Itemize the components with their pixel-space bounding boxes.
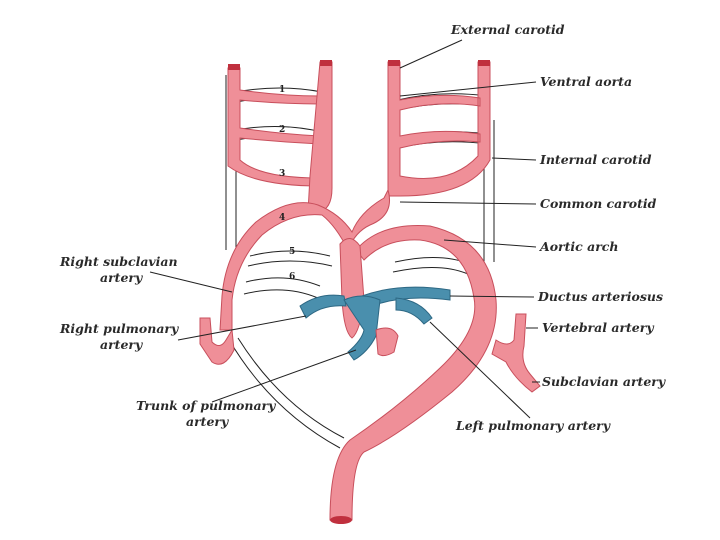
label-trunk-pulmonary-line1: Trunk of pulmonary bbox=[136, 398, 276, 413]
pulmonary-trunk-stub bbox=[375, 327, 399, 357]
label-right-subclavian-line1: Right subclavian bbox=[59, 254, 178, 269]
aorta-cut-end bbox=[330, 516, 352, 524]
left-pulmonary-artery-vessel bbox=[395, 297, 433, 325]
aortic-system bbox=[199, 60, 541, 524]
leader-aortic-arch bbox=[443, 239, 537, 248]
arch-number-5: 5 bbox=[289, 247, 295, 257]
left-carotid-system bbox=[387, 61, 491, 197]
label-right-pulmonary-line1: Right pulmonary bbox=[59, 321, 179, 336]
leader-right-subclavian bbox=[149, 271, 233, 293]
ductus-arteriosus-vessel bbox=[361, 286, 451, 307]
label-trunk-pulmonary-line2: artery bbox=[186, 414, 229, 429]
arch-number-4: 4 bbox=[279, 213, 285, 223]
arch-numbers: 1 2 3 4 5 6 bbox=[279, 85, 295, 282]
label-ductus-arteriosus: Ductus arteriosus bbox=[537, 289, 663, 304]
pulmonary-system bbox=[299, 286, 451, 361]
pulmonary-trunk-vessel bbox=[343, 295, 381, 361]
label-subclavian-artery: Subclavian artery bbox=[542, 374, 666, 389]
leader-lines bbox=[149, 39, 540, 419]
arch5-outline bbox=[247, 250, 471, 275]
right-pulmonary-artery-vessel bbox=[299, 294, 347, 319]
label-external-carotid: External carotid bbox=[450, 22, 565, 37]
label-internal-carotid: Internal carotid bbox=[539, 152, 652, 167]
carotid-cap-4 bbox=[478, 60, 490, 66]
label-aortic-arch: Aortic arch bbox=[539, 239, 619, 254]
leader-ductus-arteriosus bbox=[449, 295, 535, 298]
label-right-subclavian-line2: artery bbox=[100, 270, 143, 285]
leader-internal-carotid bbox=[491, 157, 537, 161]
leader-common-carotid bbox=[399, 201, 537, 205]
carotid-cap-1 bbox=[228, 64, 240, 70]
right-carotid-system bbox=[227, 67, 321, 187]
leader-external-carotid bbox=[399, 39, 463, 69]
label-ventral-aorta: Ventral aorta bbox=[540, 74, 632, 89]
arch-number-6: 6 bbox=[289, 272, 295, 282]
label-left-pulmonary-artery: Left pulmonary artery bbox=[455, 418, 611, 433]
arch6-outline bbox=[243, 277, 321, 299]
left-vertebral-branch bbox=[491, 313, 541, 393]
label-right-pulmonary-line2: artery bbox=[100, 337, 143, 352]
leader-right-pulmonary bbox=[177, 315, 307, 341]
arch-number-2: 2 bbox=[279, 125, 285, 135]
label-common-carotid: Common carotid bbox=[540, 196, 657, 211]
labels: External carotid Ventral aorta Internal … bbox=[59, 22, 666, 433]
label-vertebral-artery: Vertebral artery bbox=[542, 320, 654, 335]
arch-number-3: 3 bbox=[279, 169, 285, 179]
leader-left-pulmonary-artery bbox=[429, 321, 531, 419]
leader-ventral-aorta bbox=[399, 81, 537, 97]
carotid-cap-2 bbox=[320, 60, 332, 66]
leader-trunk-pulmonary bbox=[211, 349, 357, 403]
arch-number-1: 1 bbox=[279, 85, 285, 95]
carotid-cap-3 bbox=[388, 60, 400, 66]
ductus-venosus-outline bbox=[227, 337, 345, 449]
